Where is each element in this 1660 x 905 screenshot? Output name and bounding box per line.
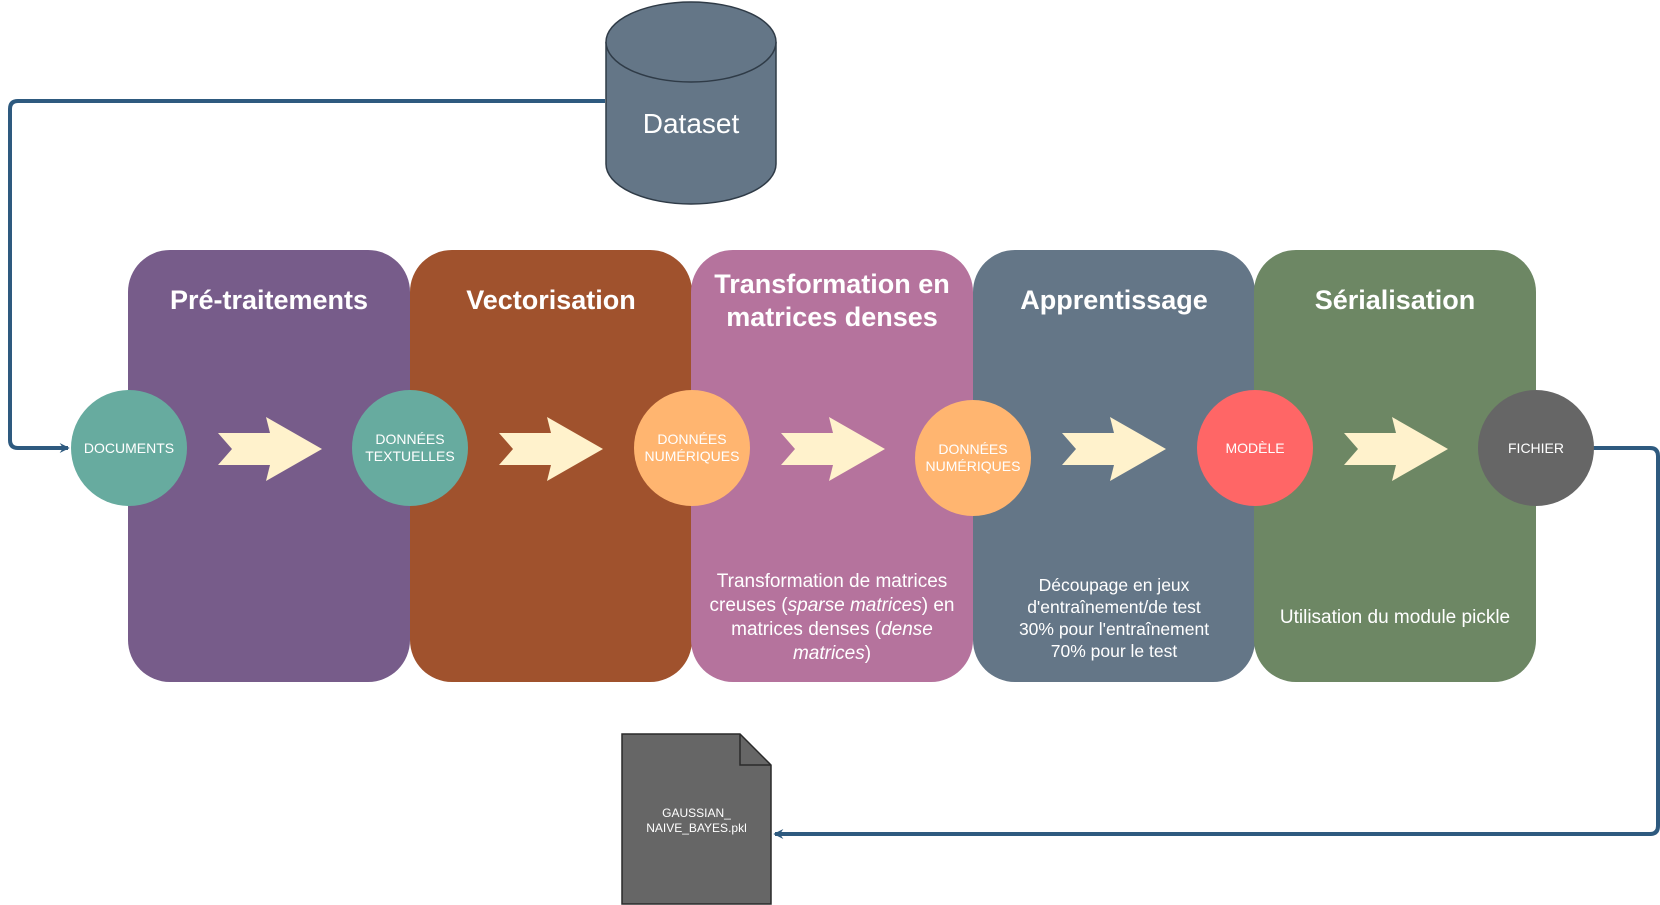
file-to-output-connector [773,446,1660,839]
desc-italic: sparse matrices [787,595,922,616]
flow-arrow [218,417,322,481]
node-label: FICHIER [1508,439,1564,456]
dataset-to-documents-connector [8,99,605,453]
node-label: TEXTUELLES [365,448,455,464]
flow-arrow [1344,417,1448,481]
desc-line: Découpage en jeux d'entraînement/de test [1027,575,1201,617]
desc-text: Transformation de matrices creuses ( [709,571,948,616]
stage-title: Pré-traitements [169,285,369,315]
node-label: NUMÉRIQUES [925,458,1021,474]
flow-arrow [1062,417,1166,481]
node-documents: DOCUMENTS [71,390,187,506]
dataset-label: Dataset [642,108,740,139]
desc-line: 70% pour le test [1050,641,1178,661]
desc-line: 30% pour l'entraînement [1018,619,1210,639]
output-file-label: GAUSSIAN_ NAIVE_BAYES.pkl [646,806,747,835]
node-label: DONNÉES [938,441,1008,457]
node-file: FICHIER [1478,390,1594,506]
stage-title: Transformation en matrices denses [714,269,950,332]
dataset-cylinder [605,1,777,205]
stage-description: Découpage en jeux d'entraînement/de test… [997,574,1231,662]
stage-title: Sérialisation [1314,285,1476,315]
node-label: NUMÉRIQUES [644,448,740,464]
stage-description: Transformation de matrices creuses (spar… [699,570,965,666]
node-label: DONNÉES [375,431,445,447]
flow-arrow [499,417,603,481]
node-label: MODÈLE [1225,439,1285,456]
stage-description: Utilisation du module pickle [1279,607,1511,628]
node-label: DONNÉES [657,431,727,447]
node-label: DOCUMENTS [83,439,175,456]
stage-title: Vectorisation [466,285,636,315]
desc-italic: dense matrices [792,619,933,664]
stage-title: Apprentissage [1020,285,1208,315]
desc-text: ) [864,643,872,664]
output-file-icon [621,733,772,905]
desc-text: ) en matrices denses ( [731,595,955,640]
flow-arrow [781,417,885,481]
node-model: MODÈLE [1197,390,1313,506]
